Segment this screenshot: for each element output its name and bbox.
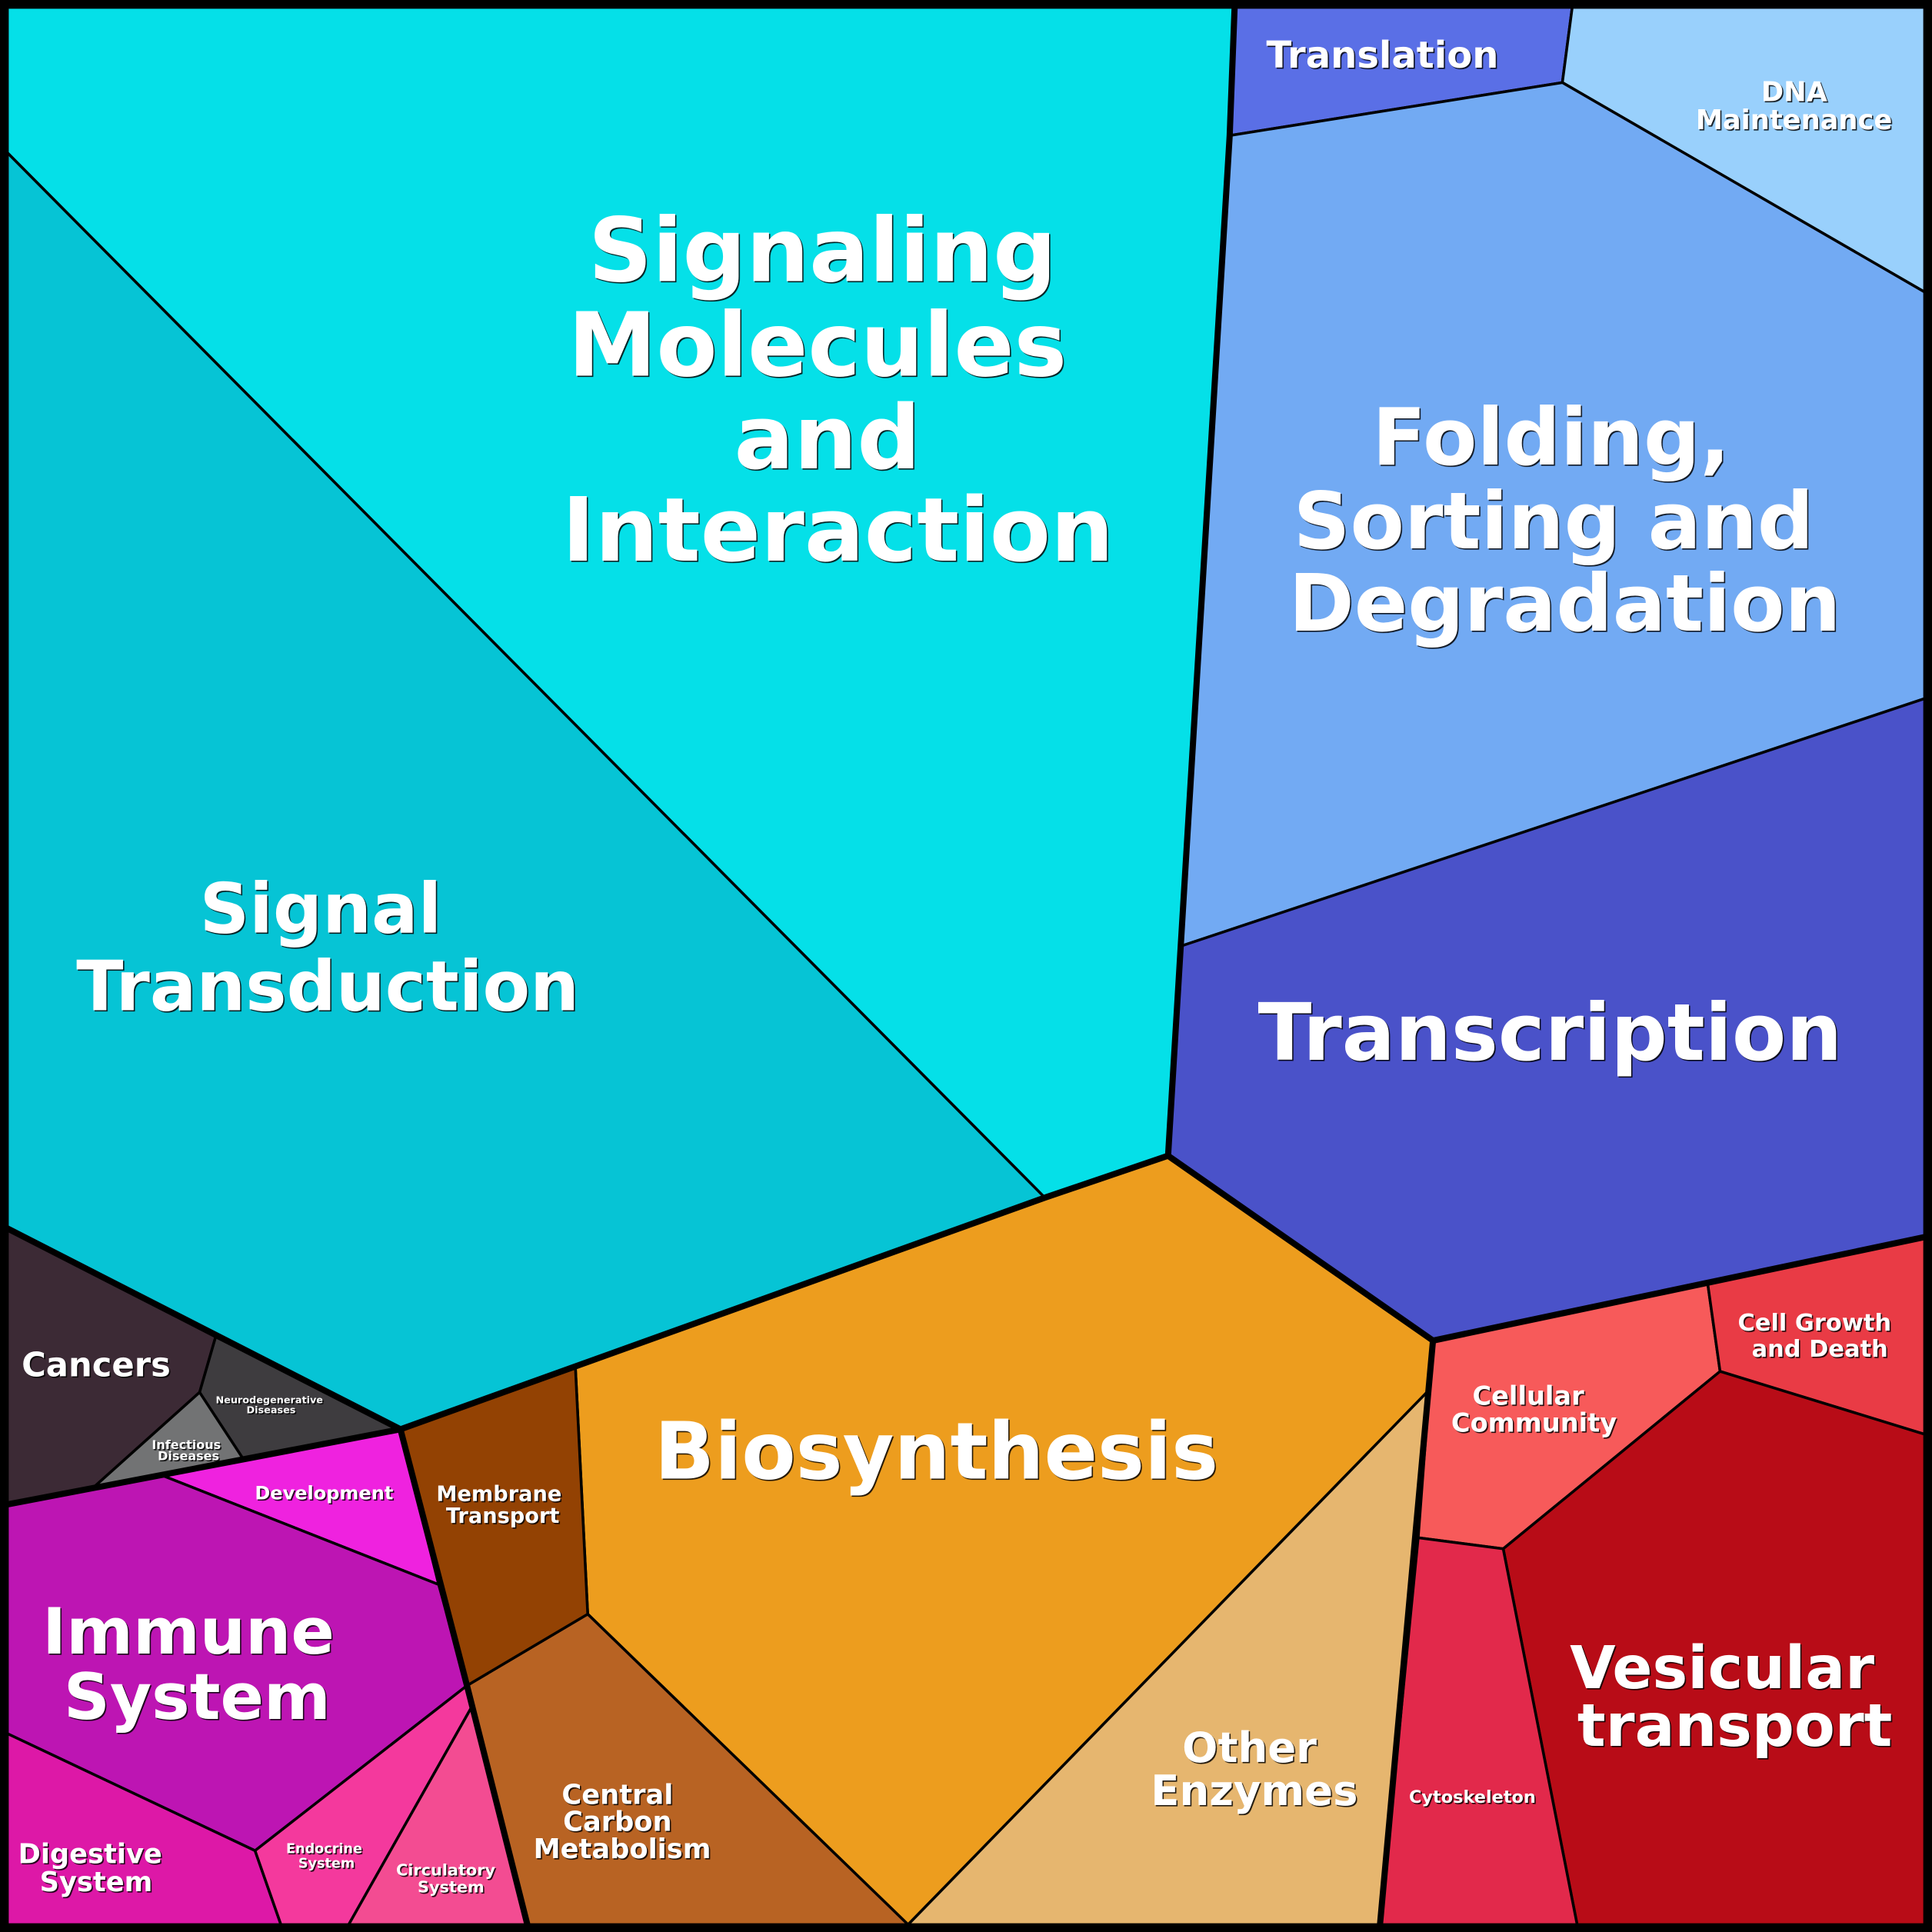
- label-other-enzymes: Other Enzymes: [1151, 1723, 1357, 1815]
- label-endocrine-system: Endocrine System: [286, 1841, 367, 1871]
- label-immune-system: Immune System: [42, 1594, 357, 1734]
- label-central-carbon: Central Carbon Metabolism: [534, 1779, 711, 1864]
- label-neurodegenerative: Neurodegenerative Diseases: [215, 1395, 326, 1417]
- label-vesicular-transport: Vesicular transport: [1570, 1634, 1895, 1760]
- label-cell-growth: Cell Growth and Death: [1738, 1310, 1900, 1363]
- label-dna-maintenance: DNA Maintenance: [1696, 76, 1892, 136]
- label-signaling-molecules: Signaling Molecules and Interaction: [562, 199, 1114, 582]
- label-folding: Folding, Sorting and Degradation: [1289, 392, 1841, 650]
- label-translation: Translation: [1267, 34, 1499, 77]
- label-cellular-community: Cellular Community: [1451, 1381, 1617, 1437]
- label-membrane-transport: Membrane Transport: [436, 1482, 569, 1528]
- label-biosynthesis: Biosynthesis: [655, 1406, 1218, 1497]
- label-digestive-system: Digestive System: [18, 1838, 172, 1898]
- label-development: Development: [255, 1483, 393, 1504]
- label-infectious: Infectious Diseases: [152, 1437, 225, 1463]
- label-signal-transduction: Signal Transduction: [76, 870, 579, 1028]
- label-circulatory-system: Circulatory System: [396, 1860, 501, 1896]
- label-cancers: Cancers: [22, 1346, 171, 1384]
- label-cytoskeleton: Cytoskeleton: [1409, 1787, 1536, 1807]
- label-transcription: Transcription: [1257, 988, 1842, 1079]
